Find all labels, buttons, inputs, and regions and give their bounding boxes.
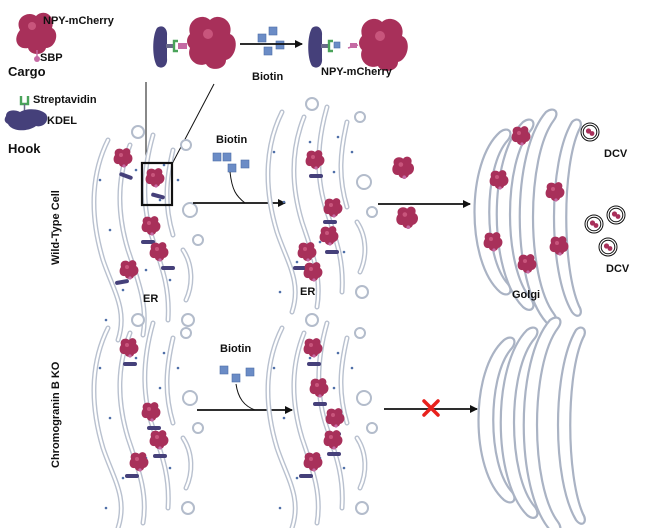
cargo-complex-icon	[187, 16, 236, 69]
row-label-ko: Chromogranin B KO	[50, 361, 62, 468]
streptavidin-label: Streptavidin	[33, 94, 97, 106]
cargo-label: Cargo	[8, 64, 46, 79]
sbp-label: SBP	[40, 52, 63, 64]
zoom-box	[140, 161, 174, 207]
hook-complex-icon	[153, 26, 168, 68]
biotin-icon	[257, 26, 285, 56]
er-wt-before	[94, 126, 203, 340]
red-x-icon	[422, 399, 440, 417]
biotin-label-wt: Biotin	[216, 134, 247, 146]
npy-mcherry-label: NPY-mCherry	[43, 15, 115, 27]
cargo-protein-icon	[16, 12, 57, 54]
kdel-label: KDEL	[47, 115, 77, 127]
er-ko-before	[94, 314, 203, 528]
er-ko-after	[268, 314, 377, 528]
er-label-wt-1: ER	[143, 293, 158, 305]
released-cargo-icon	[359, 18, 408, 71]
streptavidin-icon	[19, 96, 30, 106]
dcv-group-1	[580, 122, 600, 142]
biotin-ko-icon	[219, 365, 255, 383]
er-label-wt-2: ER	[300, 286, 315, 298]
dcv-label-2: DCV	[606, 263, 630, 275]
dcv-group-2	[584, 205, 626, 257]
biotin-label-top: Biotin	[252, 71, 283, 83]
legend-cargo: NPY-mCherry SBP Cargo	[8, 12, 115, 79]
npy-mcherry-right-label: NPY-mCherry	[321, 66, 393, 78]
sbp-tag-icon	[34, 56, 40, 62]
dcv-label-1: DCV	[604, 148, 628, 160]
legend-hook: Streptavidin KDEL Hook	[4, 94, 97, 156]
hook-label: Hook	[8, 141, 41, 156]
free-cargo	[392, 156, 419, 230]
golgi-ko	[477, 316, 586, 528]
biotin-label-ko: Biotin	[220, 343, 251, 355]
golgi-label: Golgi	[512, 289, 540, 301]
biotin-wt-icon	[212, 152, 250, 173]
kdel-hook-icon	[4, 109, 48, 131]
complex-schematic: Biotin NPY-mCherry	[153, 16, 408, 83]
er-wt-after	[268, 98, 377, 312]
row-label-wildtype: Wild-Type Cell	[50, 190, 62, 265]
